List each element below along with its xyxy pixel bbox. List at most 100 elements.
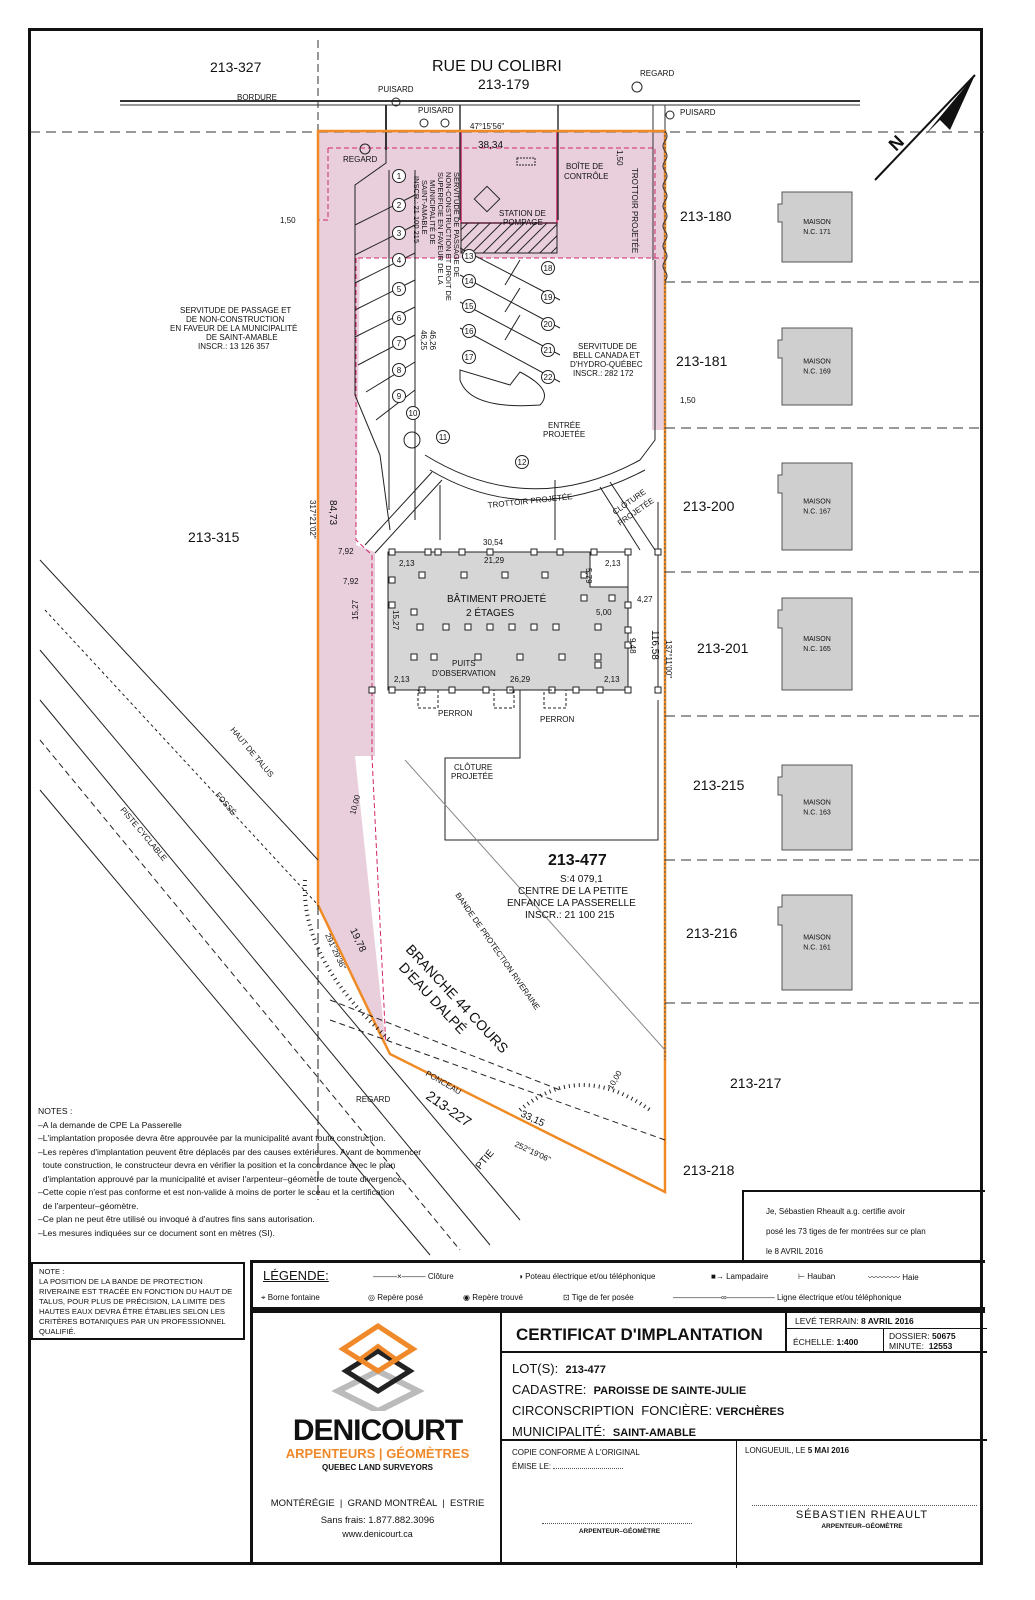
parking-space-number: 1 [397,172,402,181]
neighbour-house [777,327,853,406]
servitude-line: D'HYDRO-QUÉBEC [570,360,643,369]
neighbour-house [777,462,853,551]
sidewalk-label: TROTTOIR PROJETÉE [630,168,639,253]
signature-title-right: ARPENTEUR–GÉOMÈTRE [821,1523,903,1530]
adjacent-lot-lines [665,281,985,1004]
parking-space-number: 10 [409,409,418,418]
note-line: –Cette copie n'est pas conforme et est n… [38,1187,395,1197]
parking-space-marker [541,261,555,275]
parking-space-marker [462,274,476,288]
well-label: D'OBSERVATION [432,669,496,678]
legend-label: Clôture [427,1272,454,1281]
iron-pin-icon [460,571,468,579]
signed-date: 5 MAI 2016 [807,1446,850,1455]
iron-pin-icon [624,601,632,609]
note-line: –Les mesures indiquées sur ce document s… [38,1227,275,1238]
cadastre-label: CADASTRE: [512,1382,587,1397]
iron-pin-icon [464,623,472,631]
parking-space-marker [392,336,406,350]
dimension: 26,29 [510,675,531,684]
cert-line: le 8 AVRIL 2016 [766,1247,823,1256]
subject-lot-owner: CENTRE DE LA PETITE [518,886,628,897]
parking-space-number: 7 [397,339,402,348]
entrance-label: PROJETÉE [543,430,585,439]
subject-lot-inscription: INSCR.: 21 100 215 [525,910,615,921]
legend-pole: ◑ Poteau électrique et/ou téléphonique [518,1272,656,1281]
surveyor-name: SÉBASTIEN RHEAULT [795,1509,929,1521]
iron-pin-icon [388,686,396,694]
legend-title: LÉGENDE: [263,1268,329,1283]
servitude-line: INSCR.: 21 100 215 [412,176,421,243]
house-nc: N.C. 171 [803,229,831,236]
parking-space-marker [462,249,476,263]
parking-space-number: 19 [544,293,553,302]
iron-pin-icon [448,686,456,694]
subject-lot-area: S:4 079,1 [560,874,603,885]
dimension: 1,50 [615,150,624,166]
catch-basin-icon [665,110,675,120]
legend-guy-wire: ⊢ Hauban [798,1272,836,1281]
dimension: 116,58 [649,630,660,660]
dimension: 7,92 [343,577,359,586]
iron-pin-icon [486,623,494,631]
subject-lot-owner: ENFANCE LA PASSERELLE [507,898,636,909]
parking-space-marker [541,290,555,304]
circonscription-value: VERCHÈRES [715,1406,785,1418]
street-name: RUE DU COLIBRI [432,58,562,75]
notes-title: NOTES : [38,1106,73,1116]
proposed-fence [444,690,659,841]
parking-space-marker [392,389,406,403]
survey-date-label: LEVÉ TERRAIN: [795,1316,859,1326]
north-arrow-icon: N [874,74,976,181]
dimension: 10,00 [606,1069,624,1091]
parking-space-marker [515,455,529,469]
dimension: 2,13 [399,559,415,568]
legend-label: Haie [902,1273,919,1282]
parking-space-marker [392,198,406,212]
parking-space-number: 5 [397,285,402,294]
parking-space-marker [462,350,476,364]
survey-date: 8 AVRIL 2016 [861,1316,914,1326]
note-title: NOTE : [39,1267,65,1276]
title-block: CERTIFICAT D'IMPLANTATION LEVÉ TERRAIN: … [500,1310,987,1568]
note-line: de l'arpenteur–géomètre. [38,1200,139,1211]
parking-space-marker [541,317,555,331]
iron-pin-icon [596,686,604,694]
porch-label: PERRON [438,709,472,718]
company-website[interactable]: www.denicourt.ca [342,1529,413,1539]
dimension: 317°21'02" [308,500,317,539]
dimension: 21,29 [484,556,505,565]
lot-label: 213-218 [683,1162,735,1178]
legend-hedge: 〰〰〰〰 Haie [868,1273,919,1282]
parking-space-number: 18 [544,264,553,273]
house-label: MAISON [803,935,831,942]
parking-space-number: 14 [465,277,474,286]
catch-basin-label: PUISARD [378,85,414,94]
copy-conform-label: COPIE CONFORME À L'ORIGINAL [512,1448,640,1457]
house-label: MAISON [803,359,831,366]
parking-space-number: 20 [544,320,553,329]
iron-pin-icon [410,608,418,616]
parking-space-marker [462,324,476,338]
parking-space-marker [406,406,420,420]
sidewalk-label: TROTTOIR PROJETÉE [487,492,573,510]
dimension: 1,50 [680,396,696,405]
curb-label: BORDURE [237,93,277,102]
cert-line: posé les 73 tiges de fer montrées sur ce… [766,1227,926,1236]
pumping-station-label: STATION DE [499,209,546,218]
minute-number: 12553 [928,1341,953,1351]
iron-pin-icon [410,653,418,661]
iron-pin-icon [388,576,396,584]
iron-pin-icon [654,548,662,556]
neighbour-house [777,764,853,851]
parking-space-number: 17 [465,353,474,362]
parking-space-number: 3 [397,229,402,238]
iron-pin-icon [434,548,442,556]
circonscription-label: CIRCONSCRIPTION FONCIÈRE: [512,1403,713,1418]
lot-label: 213-217 [730,1075,782,1091]
iron-pin-icon [624,626,632,634]
dimension: 1,50 [280,216,296,225]
iron-pin-icon [418,571,426,579]
company-tagline: GÉOMÈTRES [386,1446,470,1461]
iron-pin-icon [654,686,662,694]
